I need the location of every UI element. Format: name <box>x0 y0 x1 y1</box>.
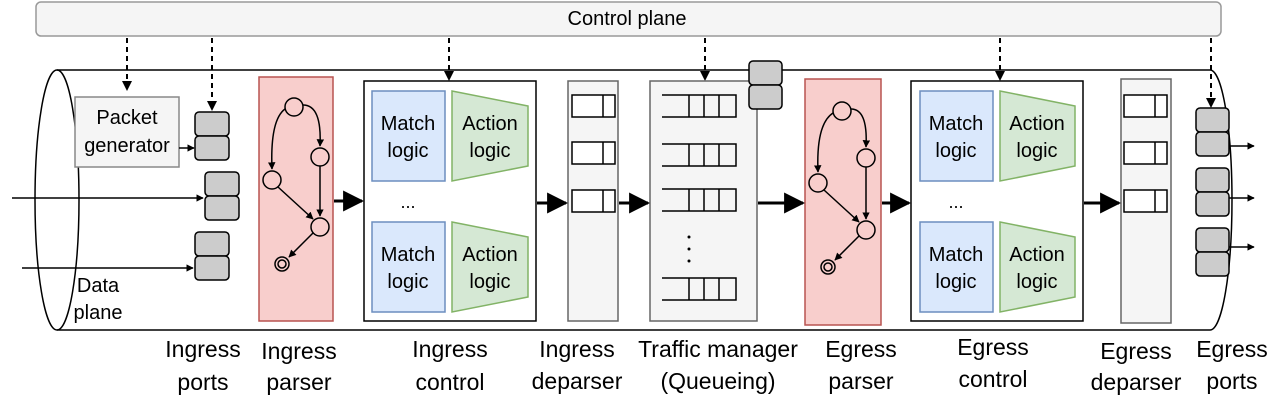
svg-text:Match: Match <box>381 244 435 266</box>
ingress-deparser <box>567 80 619 322</box>
svg-text:Match: Match <box>929 113 983 135</box>
stage-label-egress-control-2: control <box>958 366 1027 392</box>
svg-text:logic: logic <box>469 271 510 293</box>
svg-text:Match: Match <box>929 244 983 266</box>
svg-text:Action: Action <box>462 244 518 266</box>
control-arrows <box>122 38 1216 111</box>
svg-text:Match: Match <box>381 113 435 135</box>
stage-label-egress-ports-1: Egress <box>1196 336 1268 362</box>
stage-label-egress-parser-2: parser <box>828 368 894 394</box>
svg-text:Action: Action <box>1009 244 1065 266</box>
stage-label-ingress-control-1: Ingress <box>412 336 487 362</box>
stage-label-ingress-ports-2: ports <box>177 369 228 395</box>
ingress-ports <box>194 111 240 281</box>
ingress-match-logic-bottom: Match logic <box>371 221 446 313</box>
stage-label-egress-ports-2: ports <box>1206 368 1257 394</box>
svg-text:logic: logic <box>935 271 976 293</box>
control-plane-label: Control plane <box>568 8 687 30</box>
svg-text:Action: Action <box>462 113 518 135</box>
pipeline-arrows <box>334 190 1122 214</box>
ingress-parser <box>258 76 334 322</box>
egress-match-logic-top: Match logic <box>919 90 994 182</box>
stage-label-egress-control-1: Egress <box>957 334 1029 360</box>
traffic-manager-buffer <box>748 60 783 110</box>
stage-label-ingress-parser-2: parser <box>266 369 332 395</box>
stage-label-ingress-deparser-2: deparser <box>532 368 623 394</box>
egress-ellipsis: ... <box>948 192 963 212</box>
stage-labels: Ingress ports Ingress parser Ingress con… <box>165 334 1268 395</box>
stage-label-traffic-manager-1: Traffic manager <box>638 336 798 362</box>
control-plane: Control plane <box>35 1 1222 37</box>
svg-text:logic: logic <box>387 271 428 293</box>
stage-label-ingress-deparser-1: Ingress <box>539 336 614 362</box>
packet-generator: Packet generator <box>74 96 180 168</box>
queues <box>662 94 737 301</box>
ingress-action-logic-bottom: Action logic <box>451 221 529 313</box>
egress-action-logic-top: Action logic <box>999 90 1076 182</box>
ingress-control: Match logic Action logic ... Match logic… <box>363 80 537 322</box>
ingress-ellipsis: ... <box>400 192 415 212</box>
stage-label-ingress-control-2: control <box>415 369 484 395</box>
ingress-match-logic-top: Match logic <box>371 90 446 182</box>
egress-deparser <box>1120 78 1172 324</box>
packet-generator-line1: Packet <box>96 107 158 129</box>
data-plane-label-line2: plane <box>74 302 123 324</box>
svg-text:logic: logic <box>1016 271 1057 293</box>
stage-label-egress-deparser-1: Egress <box>1100 338 1172 364</box>
egress-control: Match logic Action logic ... Match logic… <box>910 80 1084 322</box>
packet-generator-line2: generator <box>84 135 170 157</box>
egress-parser <box>804 78 882 326</box>
stage-label-egress-parser-1: Egress <box>825 336 897 362</box>
egress-match-logic-bottom: Match logic <box>919 221 994 313</box>
data-plane-cylinder <box>34 69 1233 331</box>
egress-ports <box>1195 107 1255 277</box>
stage-label-egress-deparser-2: deparser <box>1091 369 1182 395</box>
ingress-action-logic-top: Action logic <box>451 90 529 182</box>
egress-action-logic-bottom: Action logic <box>999 221 1076 313</box>
stage-label-traffic-manager-2: (Queueing) <box>660 368 775 394</box>
traffic-manager <box>649 60 783 322</box>
svg-text:logic: logic <box>469 140 510 162</box>
svg-text:logic: logic <box>387 140 428 162</box>
data-plane-label-line1: Data <box>77 275 120 297</box>
svg-text:logic: logic <box>1016 140 1057 162</box>
svg-text:logic: logic <box>935 140 976 162</box>
stage-label-ingress-ports-1: Ingress <box>165 336 240 362</box>
stage-label-ingress-parser-1: Ingress <box>261 338 336 364</box>
svg-text:Action: Action <box>1009 113 1065 135</box>
